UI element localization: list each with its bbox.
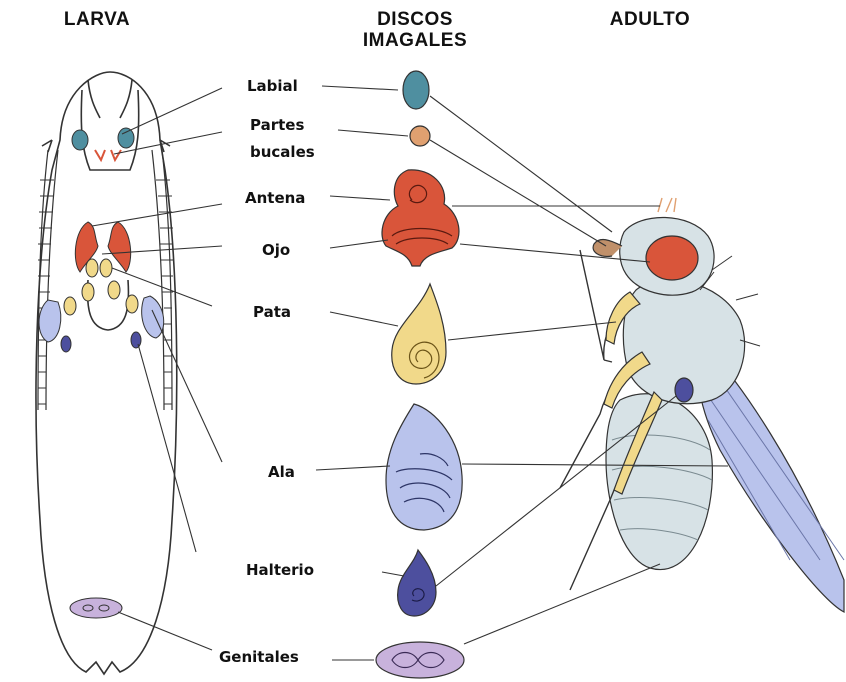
disc-wing bbox=[386, 404, 462, 530]
larva-mouthparts-disc bbox=[95, 150, 121, 160]
adult-fly bbox=[560, 198, 844, 612]
line-label-bucales bbox=[338, 130, 408, 136]
line-larva-labial bbox=[122, 88, 222, 134]
line-larva-ojo bbox=[102, 246, 222, 254]
line-label-antena bbox=[330, 196, 390, 200]
line-label-ojo bbox=[330, 240, 388, 248]
larva-labial-disc-left bbox=[72, 130, 88, 150]
fly-arista bbox=[658, 198, 676, 212]
line-larva-genitales bbox=[118, 612, 212, 650]
line-label-ala bbox=[316, 466, 390, 470]
disc-haltere bbox=[398, 550, 436, 616]
larva-leg-disc-6 bbox=[126, 295, 138, 313]
disc-leg bbox=[392, 284, 446, 384]
fly-haltere bbox=[675, 378, 693, 402]
larva-wing-disc-left bbox=[39, 300, 61, 342]
fly-head bbox=[620, 217, 714, 295]
leader-lines bbox=[92, 86, 728, 660]
discos-header-line1: DISCOS bbox=[355, 10, 475, 30]
label-ojo: Ojo bbox=[262, 241, 290, 259]
label-partes: Partes bbox=[250, 116, 304, 134]
line-disc-pata-adult bbox=[448, 322, 616, 340]
larva-trachea-rungs bbox=[38, 180, 173, 404]
line-label-halterio bbox=[382, 572, 404, 576]
disc-column bbox=[376, 71, 464, 678]
disc-haltere-spiral bbox=[412, 589, 424, 601]
label-labial: Labial bbox=[247, 77, 298, 95]
fly-abdomen bbox=[606, 394, 712, 570]
label-ala: Ala bbox=[268, 463, 295, 481]
larva-ventral-cord bbox=[88, 280, 129, 330]
larva-leg-disc-1 bbox=[86, 259, 98, 277]
larva-genital-inner-a bbox=[83, 605, 93, 611]
disc-labial bbox=[403, 71, 429, 109]
fly-wing-veins bbox=[704, 360, 844, 560]
adulto-header: ADULTO bbox=[600, 10, 700, 30]
fly-leg-mid bbox=[560, 360, 640, 488]
larva-mouth-hooks bbox=[88, 80, 132, 118]
larva-drawing bbox=[36, 72, 177, 674]
larva-right-spiracle bbox=[160, 140, 170, 152]
line-disc-labial-adult bbox=[430, 96, 612, 232]
fly-proboscis bbox=[593, 240, 622, 257]
line-disc-ala-adult bbox=[462, 464, 728, 466]
larva-leg-disc-5 bbox=[64, 297, 76, 315]
line-disc-genitales-adult bbox=[464, 564, 660, 644]
fly-leg-hind-segment bbox=[614, 392, 662, 494]
label-bucales: bucales bbox=[250, 143, 315, 161]
fly-leg-front-segment bbox=[606, 292, 640, 344]
larva-header: LARVA bbox=[52, 10, 142, 30]
disc-genital bbox=[376, 642, 464, 678]
disc-eye-antenna bbox=[382, 170, 459, 266]
line-larva-bucales bbox=[114, 132, 222, 154]
larva-leg-disc-3 bbox=[82, 283, 94, 301]
fly-eye bbox=[646, 236, 698, 280]
larva-labial-disc-right bbox=[118, 128, 134, 148]
line-label-pata bbox=[330, 312, 398, 326]
fly-leg-mid-segment bbox=[604, 352, 650, 408]
label-genitales: Genitales bbox=[219, 648, 299, 666]
disc-wing-folds bbox=[396, 454, 452, 512]
larva-haltere-disc-right bbox=[131, 332, 141, 348]
fly-leg-hind bbox=[570, 400, 652, 590]
larva-eye-antenna-disc-right bbox=[108, 222, 131, 272]
disc-leg-spiral bbox=[409, 342, 438, 378]
line-larva-ala bbox=[152, 310, 222, 462]
larva-leg-disc-4 bbox=[108, 281, 120, 299]
larva-eye-antenna-disc-left bbox=[75, 222, 98, 272]
line-larva-antena bbox=[92, 204, 222, 226]
line-disc-ojo-adult bbox=[460, 244, 650, 262]
label-pata: Pata bbox=[253, 303, 291, 321]
larva-left-spiracle bbox=[42, 140, 52, 152]
fly-abdomen-segments bbox=[612, 435, 712, 540]
larva-tracheae bbox=[38, 150, 172, 410]
label-antena: Antena bbox=[245, 189, 305, 207]
line-larva-pata bbox=[112, 268, 212, 306]
discos-header-line2: IMAGALES bbox=[355, 31, 475, 51]
larva-body-outline bbox=[36, 72, 177, 674]
fly-bristles bbox=[700, 256, 760, 346]
larva-genital-disc bbox=[70, 598, 122, 618]
label-halterio: Halterio bbox=[246, 561, 314, 579]
line-larva-halterio bbox=[138, 344, 196, 552]
larva-haltere-disc-left bbox=[61, 336, 71, 352]
line-label-labial bbox=[322, 86, 398, 90]
fly-leg-front bbox=[580, 250, 630, 362]
line-disc-halterio-adult bbox=[436, 396, 676, 586]
line-disc-bucales-adult bbox=[430, 140, 606, 246]
larva-wing-disc-right bbox=[142, 296, 164, 338]
disc-bucales bbox=[410, 126, 430, 146]
larva-head-inner bbox=[81, 90, 138, 170]
disc-antenna-spiral bbox=[409, 185, 426, 202]
larva-genital-inner-b bbox=[99, 605, 109, 611]
larva-discs bbox=[39, 128, 164, 618]
fly-wing bbox=[697, 340, 844, 612]
fly-thorax bbox=[623, 280, 744, 404]
larva-leg-disc-2 bbox=[100, 259, 112, 277]
disc-eye-folds bbox=[392, 229, 452, 245]
disc-genital-loops bbox=[392, 653, 444, 668]
